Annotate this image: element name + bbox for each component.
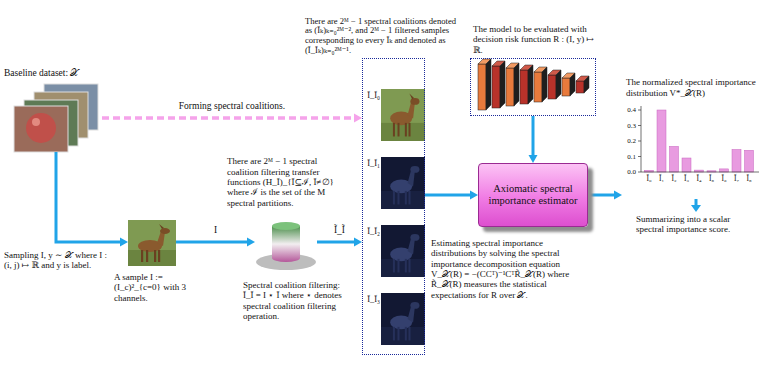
model-box: The model to be evaluated with decision … <box>470 58 596 116</box>
sample-caption: A sample I := (I_c)²_{c=0} with 3 channe… <box>114 272 192 303</box>
filtered-image: Ĩ_Ĩ₀ <box>381 89 425 141</box>
arrow-line <box>532 116 535 157</box>
dataset-heading: Baseline dataset: 𝒳 <box>4 68 124 79</box>
image-label: Ĩ_Ĩ₀ <box>367 91 380 101</box>
image-label: Ĩ_Ĩ₃ <box>367 295 380 305</box>
axis-category: Ĩ₀ <box>641 174 657 184</box>
summary-arrow <box>691 199 701 212</box>
axis-tick: 0.0 <box>614 167 636 177</box>
flow-arrow <box>317 238 362 247</box>
edge-label: Ĩ_Ĩ <box>333 225 346 236</box>
bar-chart <box>638 106 759 172</box>
image-label: Ĩ_Ĩ₂ <box>367 227 380 237</box>
dataset-stack <box>14 84 98 152</box>
chart-area: The normalized spectral importance distr… <box>622 100 760 198</box>
filter-cylinder <box>256 222 316 270</box>
axis-category: Ĩ₆ <box>716 174 732 184</box>
flow-arrow <box>425 191 478 200</box>
arrow-line <box>588 194 616 197</box>
flow-arrow <box>102 114 362 123</box>
axis-tick: 0.4 <box>614 105 636 115</box>
arrow-line <box>176 241 249 244</box>
filtered-image: Ĩ_Ĩ₃ <box>381 293 425 345</box>
arrow-head <box>614 191 622 200</box>
edge-label: Forming spectral coalitions. <box>178 101 286 112</box>
estimator-box: Axiomatic spectral importance estimatorE… <box>478 163 588 227</box>
axis-tick: 0.3 <box>614 121 636 131</box>
estimator-description: Estimating spectral importance distribut… <box>431 238 586 300</box>
summary-note: Summarizing into a scalar spectral impor… <box>636 214 760 235</box>
axis-tick: 0.2 <box>614 136 636 146</box>
filtered-image: Ĩ_Ĩ₂ <box>381 225 425 277</box>
filter-operation: Spectral coalition filtering: Ĩ_Ĩ = I ⋆ … <box>243 280 351 321</box>
axis-category: Ĩ₁ <box>654 174 670 184</box>
estimator-name: Axiomatic spectral importance estimator <box>483 183 583 207</box>
axis-category: Ĩ₂ <box>666 174 682 184</box>
arrow-head <box>354 238 362 247</box>
arrow-line <box>102 116 356 120</box>
image-label: Ĩ_Ĩ₁ <box>367 159 380 169</box>
sampling-note: Sampling I, y ∼ 𝒳 where I : (i, j) ↦ ℝ a… <box>4 250 116 271</box>
arrow-head <box>247 238 255 247</box>
axis-category: Ĩ₇ <box>729 174 745 184</box>
filtered-images <box>381 89 425 345</box>
arrow-head <box>120 238 128 247</box>
flow-arrow <box>56 152 128 247</box>
flow-arrow <box>529 116 538 163</box>
cnn-model <box>478 59 589 110</box>
filtered-samples-box: There are 2ᴹ − 1 spectral coalitions den… <box>362 58 425 355</box>
sample-image <box>128 220 176 266</box>
edge-label: I <box>213 225 218 236</box>
flow-arrow <box>176 238 255 247</box>
filter-shape: There are 2ᴹ − 1 spectral coalition filt… <box>255 212 317 272</box>
model-description: The model to be evaluated with decision … <box>473 24 601 55</box>
axis-category: Ĩ₄ <box>691 174 707 184</box>
flow-arrow <box>588 191 622 200</box>
filtered-image: Ĩ_Ĩ₁ <box>381 157 425 209</box>
axis-category: Ĩ₃ <box>679 174 695 184</box>
axis-tick: 0.1 <box>614 152 636 162</box>
arrow-line <box>425 194 472 197</box>
arrow-line <box>56 152 122 242</box>
arrow-head <box>529 155 538 163</box>
axis-category: Ĩ₈ <box>741 174 757 184</box>
filter-description: There are 2ᴹ − 1 spectral coalition filt… <box>227 156 349 208</box>
dataset-image: Baseline dataset: 𝒳 <box>10 82 102 152</box>
arrow-line <box>317 241 356 244</box>
arrow-head <box>470 191 478 200</box>
coalition-description: There are 2ᴹ − 1 spectral coalitions den… <box>305 17 465 57</box>
chart-title: The normalized spectral importance distr… <box>626 77 760 98</box>
axis-category: Ĩ₅ <box>704 174 720 184</box>
sample-image: A sample I := (I_c)²_{c=0} with 3 channe… <box>128 220 176 266</box>
arrow-head <box>354 114 362 123</box>
